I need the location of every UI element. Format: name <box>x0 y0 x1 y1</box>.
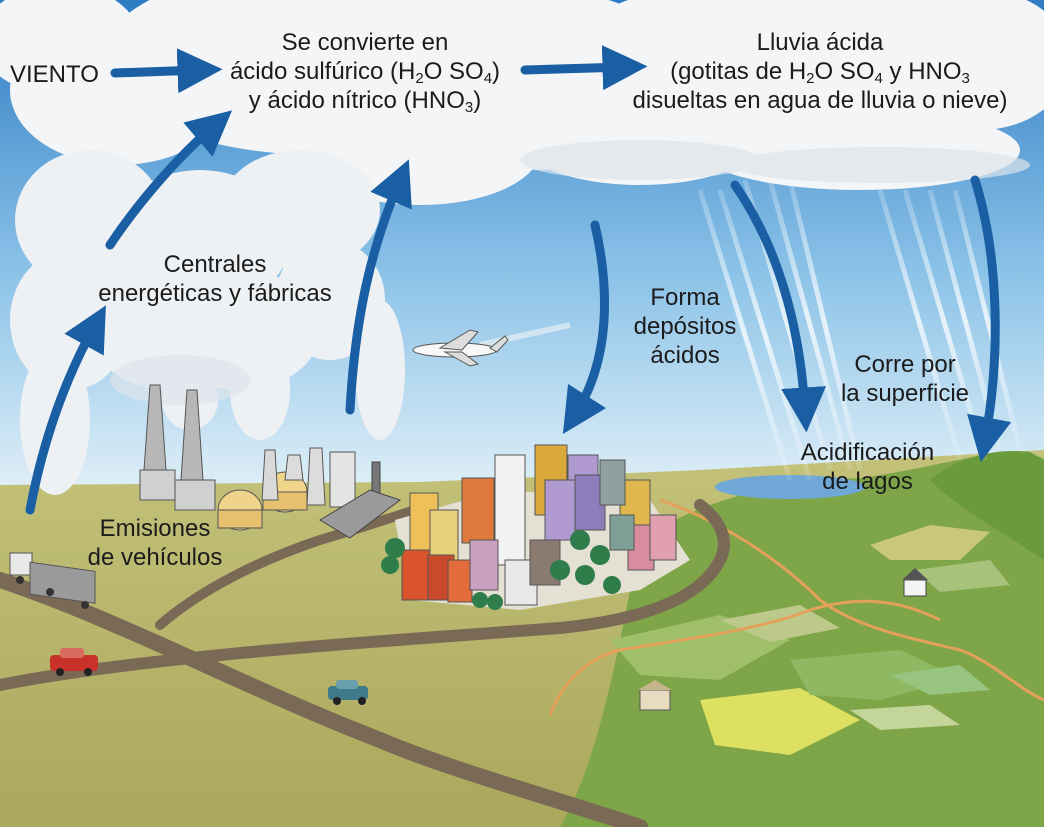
barn <box>638 680 672 711</box>
label-lluvia-acida: Lluvia ácida (gotitas de H2O SO4 y HNO3 … <box>600 28 1040 115</box>
emisiones-line-1: Emisiones <box>99 515 211 542</box>
label-centrales: Centrales energéticas y fábricas <box>80 250 350 308</box>
truck <box>9 552 96 609</box>
airplane <box>412 322 571 367</box>
farmhouse <box>902 568 928 597</box>
label-viento: VIENTO <box>10 61 99 88</box>
hill-top <box>930 450 1044 560</box>
forma-line-1: Forma <box>650 284 720 311</box>
farm-fields <box>610 525 1010 755</box>
arrow-lake <box>967 175 1012 463</box>
arrow-wind <box>110 48 223 94</box>
river <box>659 498 1044 702</box>
forma-line-3: ácidos <box>650 342 720 369</box>
emisiones-line-2: de vehículos <box>87 544 223 571</box>
lluvia-line-3: disueltas en agua de lluvia o nieve) <box>632 87 1008 114</box>
conversion-line-2: ácido sulfúrico (H2O SO4) <box>229 58 501 87</box>
river-2 <box>548 599 941 716</box>
roads <box>0 499 730 827</box>
lluvia-line-2: (gotitas de H2O SO4 y HNO3 <box>670 58 970 87</box>
corre-line-2: la superficie <box>840 380 970 407</box>
arrow-runoff <box>730 180 827 433</box>
arrow-mid-up <box>105 110 233 250</box>
arrow-to-rain <box>520 45 648 91</box>
conversion-line-3: y ácido nítrico (HNO3) <box>248 87 482 116</box>
blue-car <box>328 680 368 705</box>
corre-line-1: Corre por <box>854 351 956 378</box>
label-emisiones: Emisiones de vehículos <box>70 514 240 572</box>
label-conversion: Se convierte en ácido sulfúrico (H2O SO4… <box>200 28 530 115</box>
power-plant <box>139 384 402 539</box>
arrow-deposit <box>562 220 610 434</box>
arrow-left-up <box>25 305 106 515</box>
label-forma-depositos: Forma depósitos ácidos <box>620 283 750 370</box>
lluvia-line-1: Lluvia ácida <box>756 29 884 56</box>
cloud <box>0 0 1044 205</box>
acidificacion-line-2: de lagos <box>822 468 913 495</box>
acidificacion-line-1: Acidificación <box>800 439 935 466</box>
city <box>381 444 690 610</box>
red-car <box>50 648 98 676</box>
centrales-line-2: energéticas y fábricas <box>98 280 332 307</box>
lake <box>715 475 865 499</box>
flow-arrows <box>25 45 1012 515</box>
centrales-line-1: Centrales <box>163 251 267 278</box>
smoke-plume <box>10 150 405 495</box>
label-acidificacion: Acidificación de lagos <box>775 438 960 496</box>
forma-line-2: depósitos <box>633 313 737 340</box>
label-corre-superficie: Corre por la superficie <box>825 350 985 408</box>
arrow-plant-up <box>345 159 412 415</box>
cloud-shading <box>110 140 1030 405</box>
conversion-line-1: Se convierte en <box>281 29 449 56</box>
